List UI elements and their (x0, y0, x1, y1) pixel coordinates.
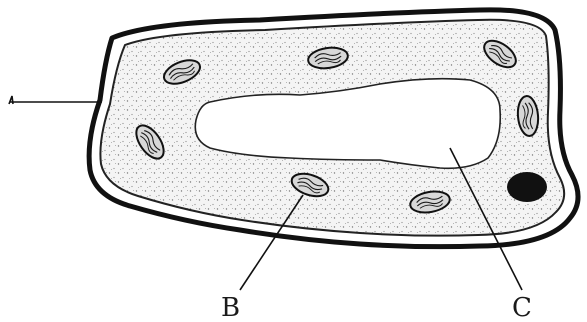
label-b: B (221, 293, 240, 322)
nucleus (507, 172, 547, 202)
label-c: C (512, 293, 532, 322)
label-a-fragment (9, 96, 13, 104)
